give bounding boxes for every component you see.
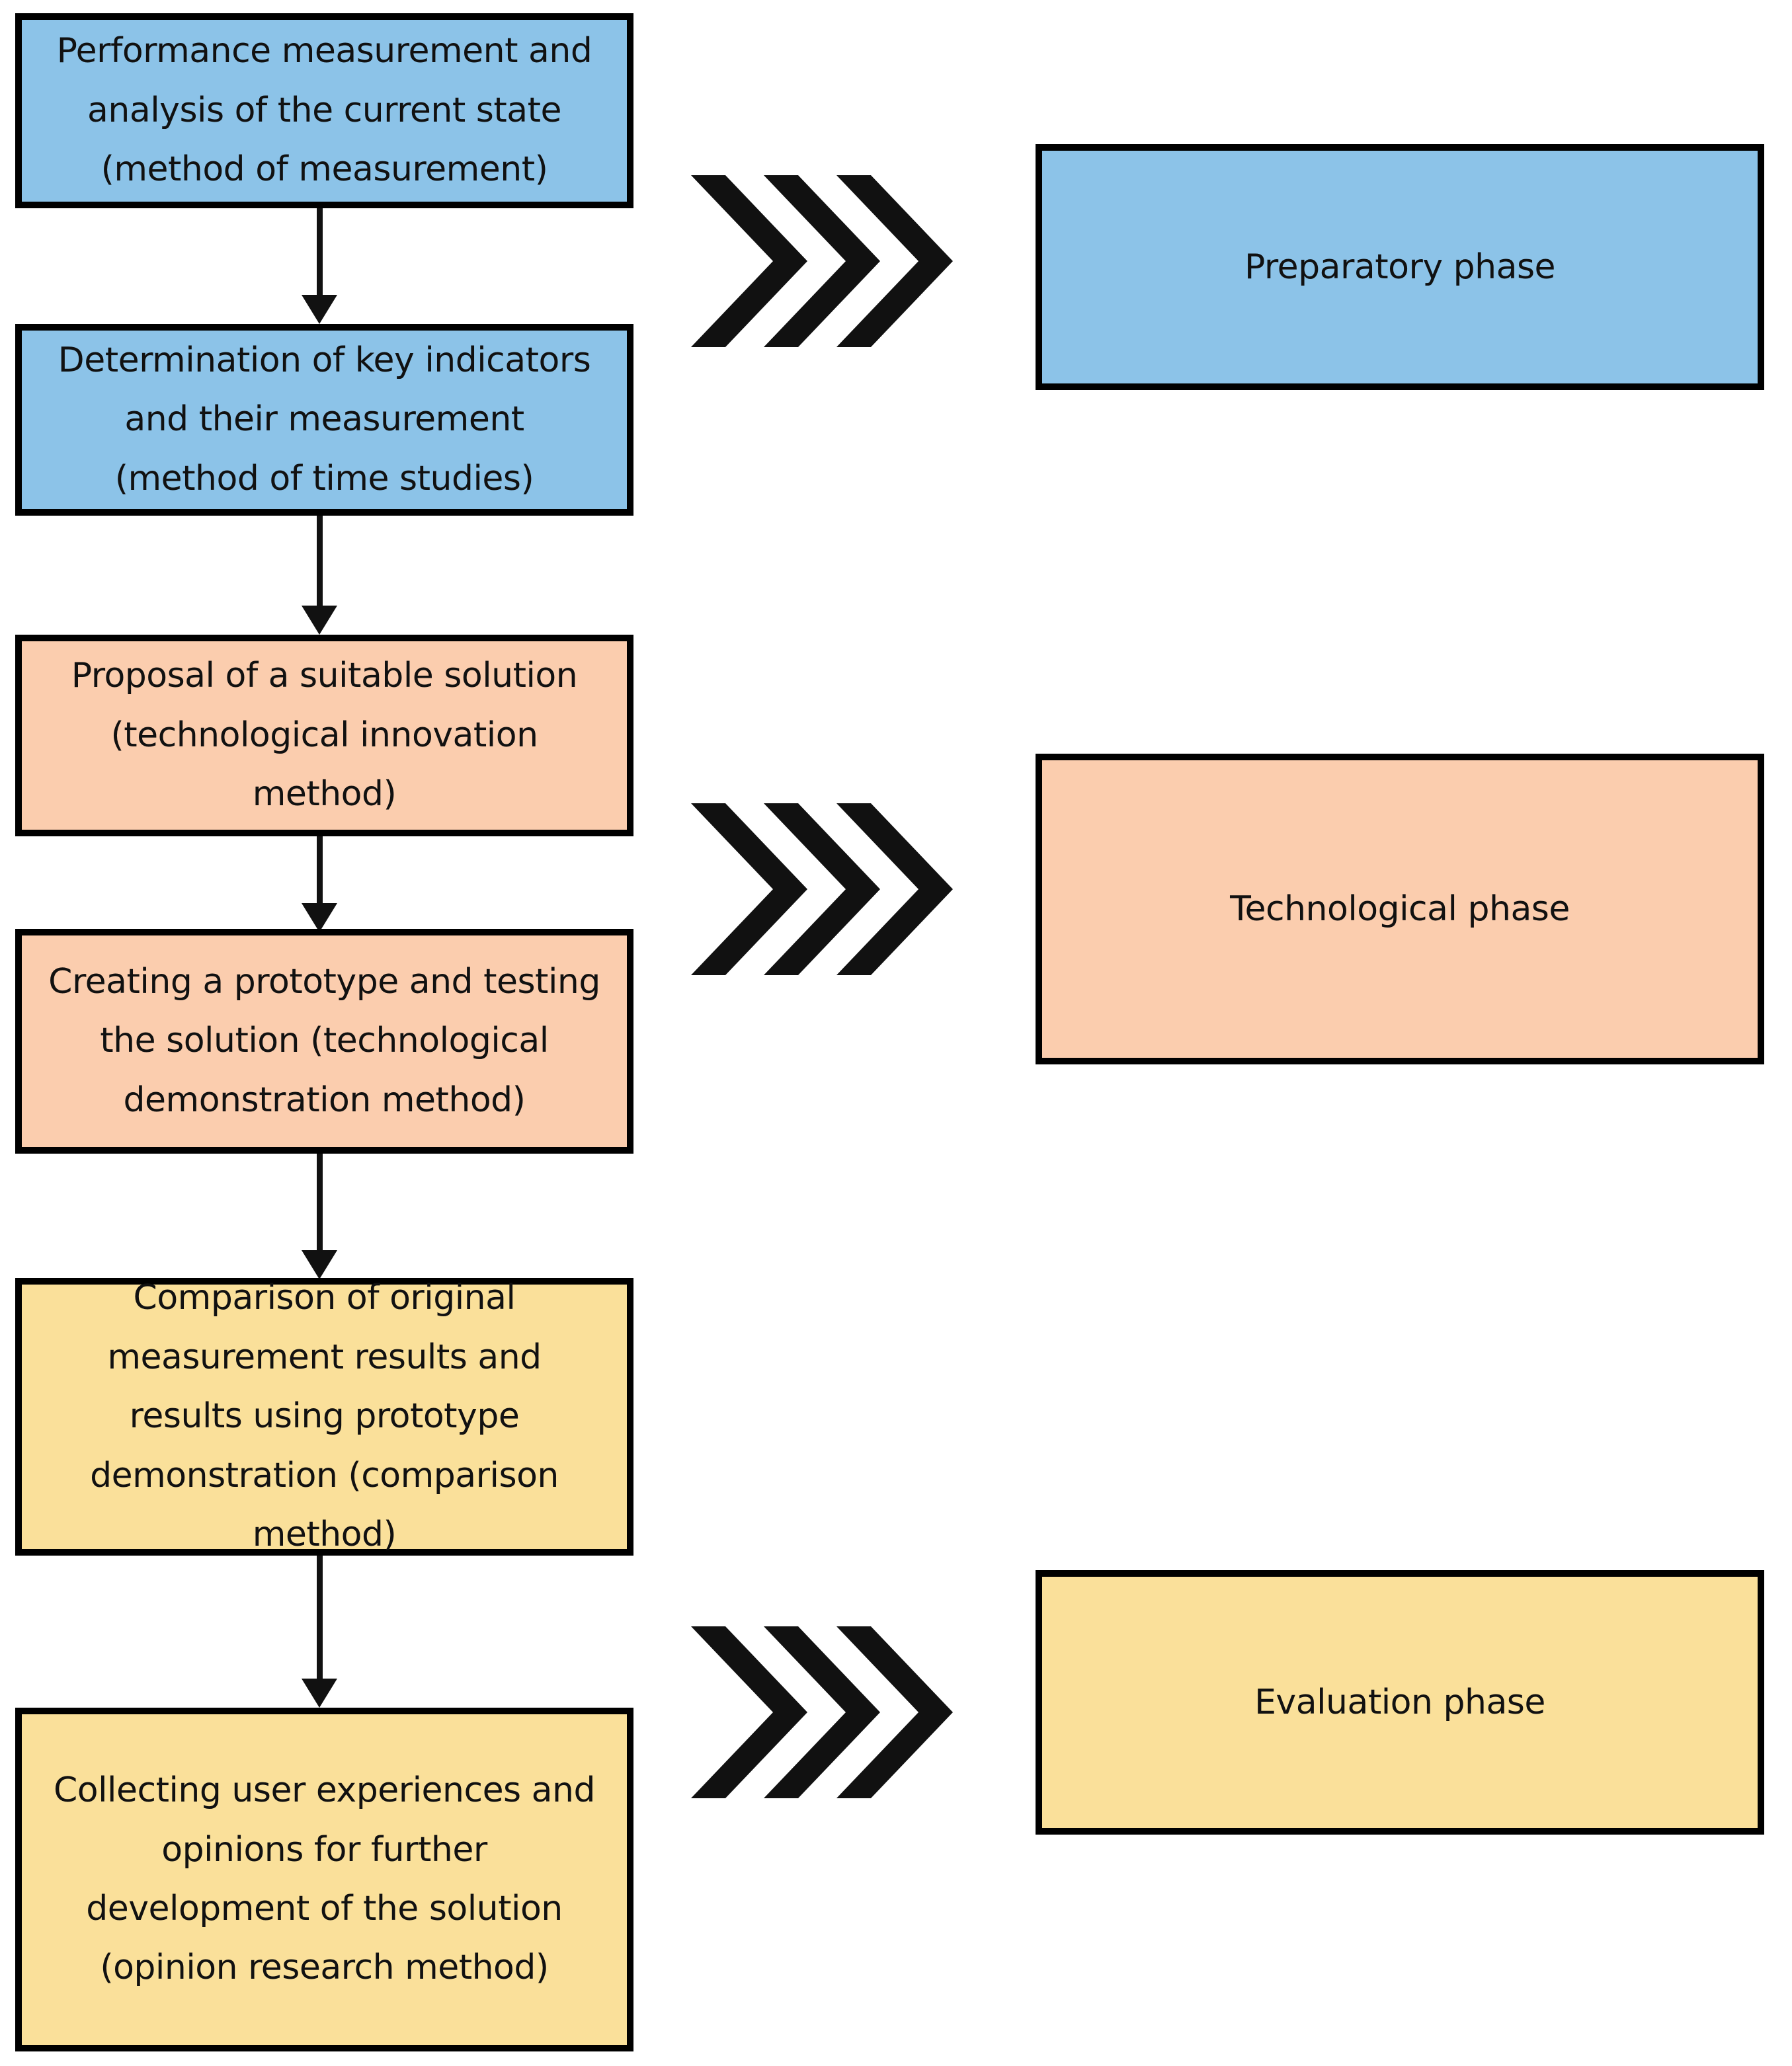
process-step-collecting-user-experiences[interactable]: Collecting user experiences and opinions… bbox=[15, 1708, 633, 2051]
arrowhead-icon bbox=[302, 1250, 337, 1279]
chevron-right-icon bbox=[764, 803, 880, 975]
process-step-comparison-results[interactable]: Comparison of original measurement resul… bbox=[15, 1278, 633, 1556]
process-step-label: Comparison of original measurement resul… bbox=[90, 1278, 559, 1555]
connector-line bbox=[317, 1154, 323, 1250]
process-step-label: Performance measurement and analysis of … bbox=[56, 31, 592, 190]
connector-line bbox=[317, 1556, 323, 1679]
phase-label: Evaluation phase bbox=[1254, 1683, 1545, 1722]
process-step-label: Determination of key indicators and thei… bbox=[58, 340, 591, 498]
chevron-right-icon bbox=[691, 175, 807, 347]
connector-line bbox=[317, 516, 323, 606]
chevrons-preparatory bbox=[691, 175, 956, 347]
chevron-right-icon bbox=[836, 175, 953, 347]
process-step-key-indicators[interactable]: Determination of key indicators and thei… bbox=[15, 324, 633, 516]
chevron-right-icon bbox=[836, 803, 953, 975]
phase-box-preparatory[interactable]: Preparatory phase bbox=[1036, 144, 1764, 390]
process-step-performance-measurement[interactable]: Performance measurement and analysis of … bbox=[15, 13, 633, 208]
chevron-right-icon bbox=[691, 803, 807, 975]
process-step-proposal-solution[interactable]: Proposal of a suitable solution (technol… bbox=[15, 635, 633, 836]
process-step-label: Proposal of a suitable solution (technol… bbox=[71, 656, 578, 814]
phase-box-technological[interactable]: Technological phase bbox=[1036, 754, 1764, 1064]
process-step-label: Collecting user experiences and opinions… bbox=[53, 1770, 596, 1988]
phase-label: Technological phase bbox=[1230, 889, 1570, 929]
arrowhead-icon bbox=[302, 606, 337, 635]
process-step-label: Creating a prototype and testing the sol… bbox=[48, 961, 600, 1120]
phase-label: Preparatory phase bbox=[1244, 247, 1556, 287]
phase-box-evaluation[interactable]: Evaluation phase bbox=[1036, 1570, 1764, 1835]
chevron-right-icon bbox=[836, 1626, 953, 1798]
arrowhead-icon bbox=[302, 295, 337, 324]
chevron-right-icon bbox=[691, 1626, 807, 1798]
chevron-right-icon bbox=[764, 175, 880, 347]
arrowhead-icon bbox=[302, 903, 337, 932]
arrowhead-icon bbox=[302, 1679, 337, 1708]
chevrons-technological bbox=[691, 803, 956, 975]
connector-line bbox=[317, 208, 323, 295]
process-step-prototype-testing[interactable]: Creating a prototype and testing the sol… bbox=[15, 929, 633, 1154]
connector-line bbox=[317, 836, 323, 903]
chevrons-evaluation bbox=[691, 1626, 956, 1798]
chevron-right-icon bbox=[764, 1626, 880, 1798]
